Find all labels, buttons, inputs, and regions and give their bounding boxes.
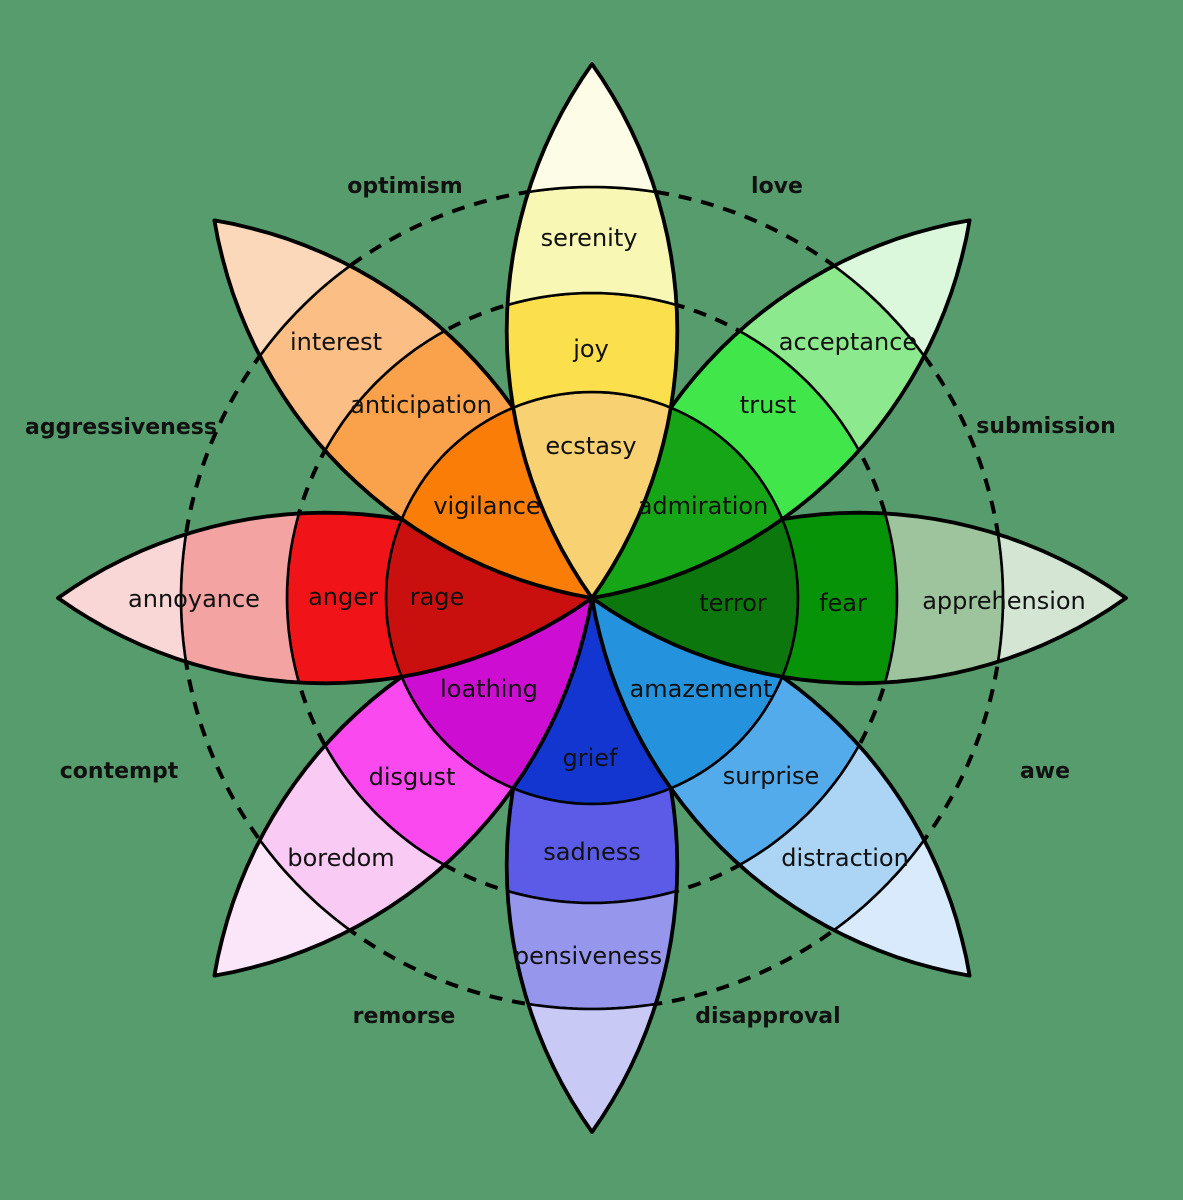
label-vigilance: vigilance: [433, 492, 540, 520]
label-anticipation: anticipation: [350, 391, 492, 419]
surprise-petal: [590, 596, 972, 978]
label-terror: terror: [699, 589, 767, 617]
label-anger: anger: [308, 583, 378, 611]
joy-petal-outline: [504, 62, 680, 600]
label-interest: interest: [290, 328, 382, 356]
dyad-label-contempt: contempt: [60, 759, 179, 784]
dyad-label-remorse: remorse: [353, 1004, 456, 1029]
dyad-label-awe: awe: [1020, 759, 1070, 784]
label-grief: grief: [563, 744, 619, 772]
label-distraction: distraction: [781, 844, 909, 872]
trust-petal: [590, 218, 972, 600]
anger-petal: [56, 510, 594, 686]
dyad-label-love: love: [751, 174, 803, 199]
label-disgust: disgust: [369, 763, 456, 791]
label-serenity: serenity: [541, 224, 638, 252]
sadness-petal: [504, 596, 680, 1134]
disgust-petal: [212, 596, 594, 978]
dyad-label-submission: submission: [976, 414, 1115, 439]
label-rage: rage: [410, 583, 465, 611]
label-admiration: admiration: [638, 492, 769, 520]
label-apprehension: apprehension: [922, 587, 1086, 615]
label-fear: fear: [819, 589, 867, 617]
dyad-label-optimism: optimism: [347, 174, 462, 199]
label-amazement: amazement: [630, 675, 773, 703]
label-boredom: boredom: [287, 844, 394, 872]
label-pensiveness: pensiveness: [514, 942, 662, 970]
label-annoyance: annoyance: [128, 585, 260, 613]
label-trust: trust: [740, 391, 796, 419]
anticipation-petal: [212, 218, 594, 600]
dyad-label-aggressiveness: aggressiveness: [25, 415, 217, 440]
label-sadness: sadness: [543, 838, 640, 866]
label-ecstasy: ecstasy: [545, 432, 636, 460]
label-surprise: surprise: [723, 762, 820, 790]
label-loathing: loathing: [440, 675, 538, 703]
label-acceptance: acceptance: [779, 328, 917, 356]
dyad-label-disapproval: disapproval: [695, 1004, 840, 1029]
joy-petal: [504, 62, 680, 600]
label-joy: joy: [572, 335, 609, 363]
